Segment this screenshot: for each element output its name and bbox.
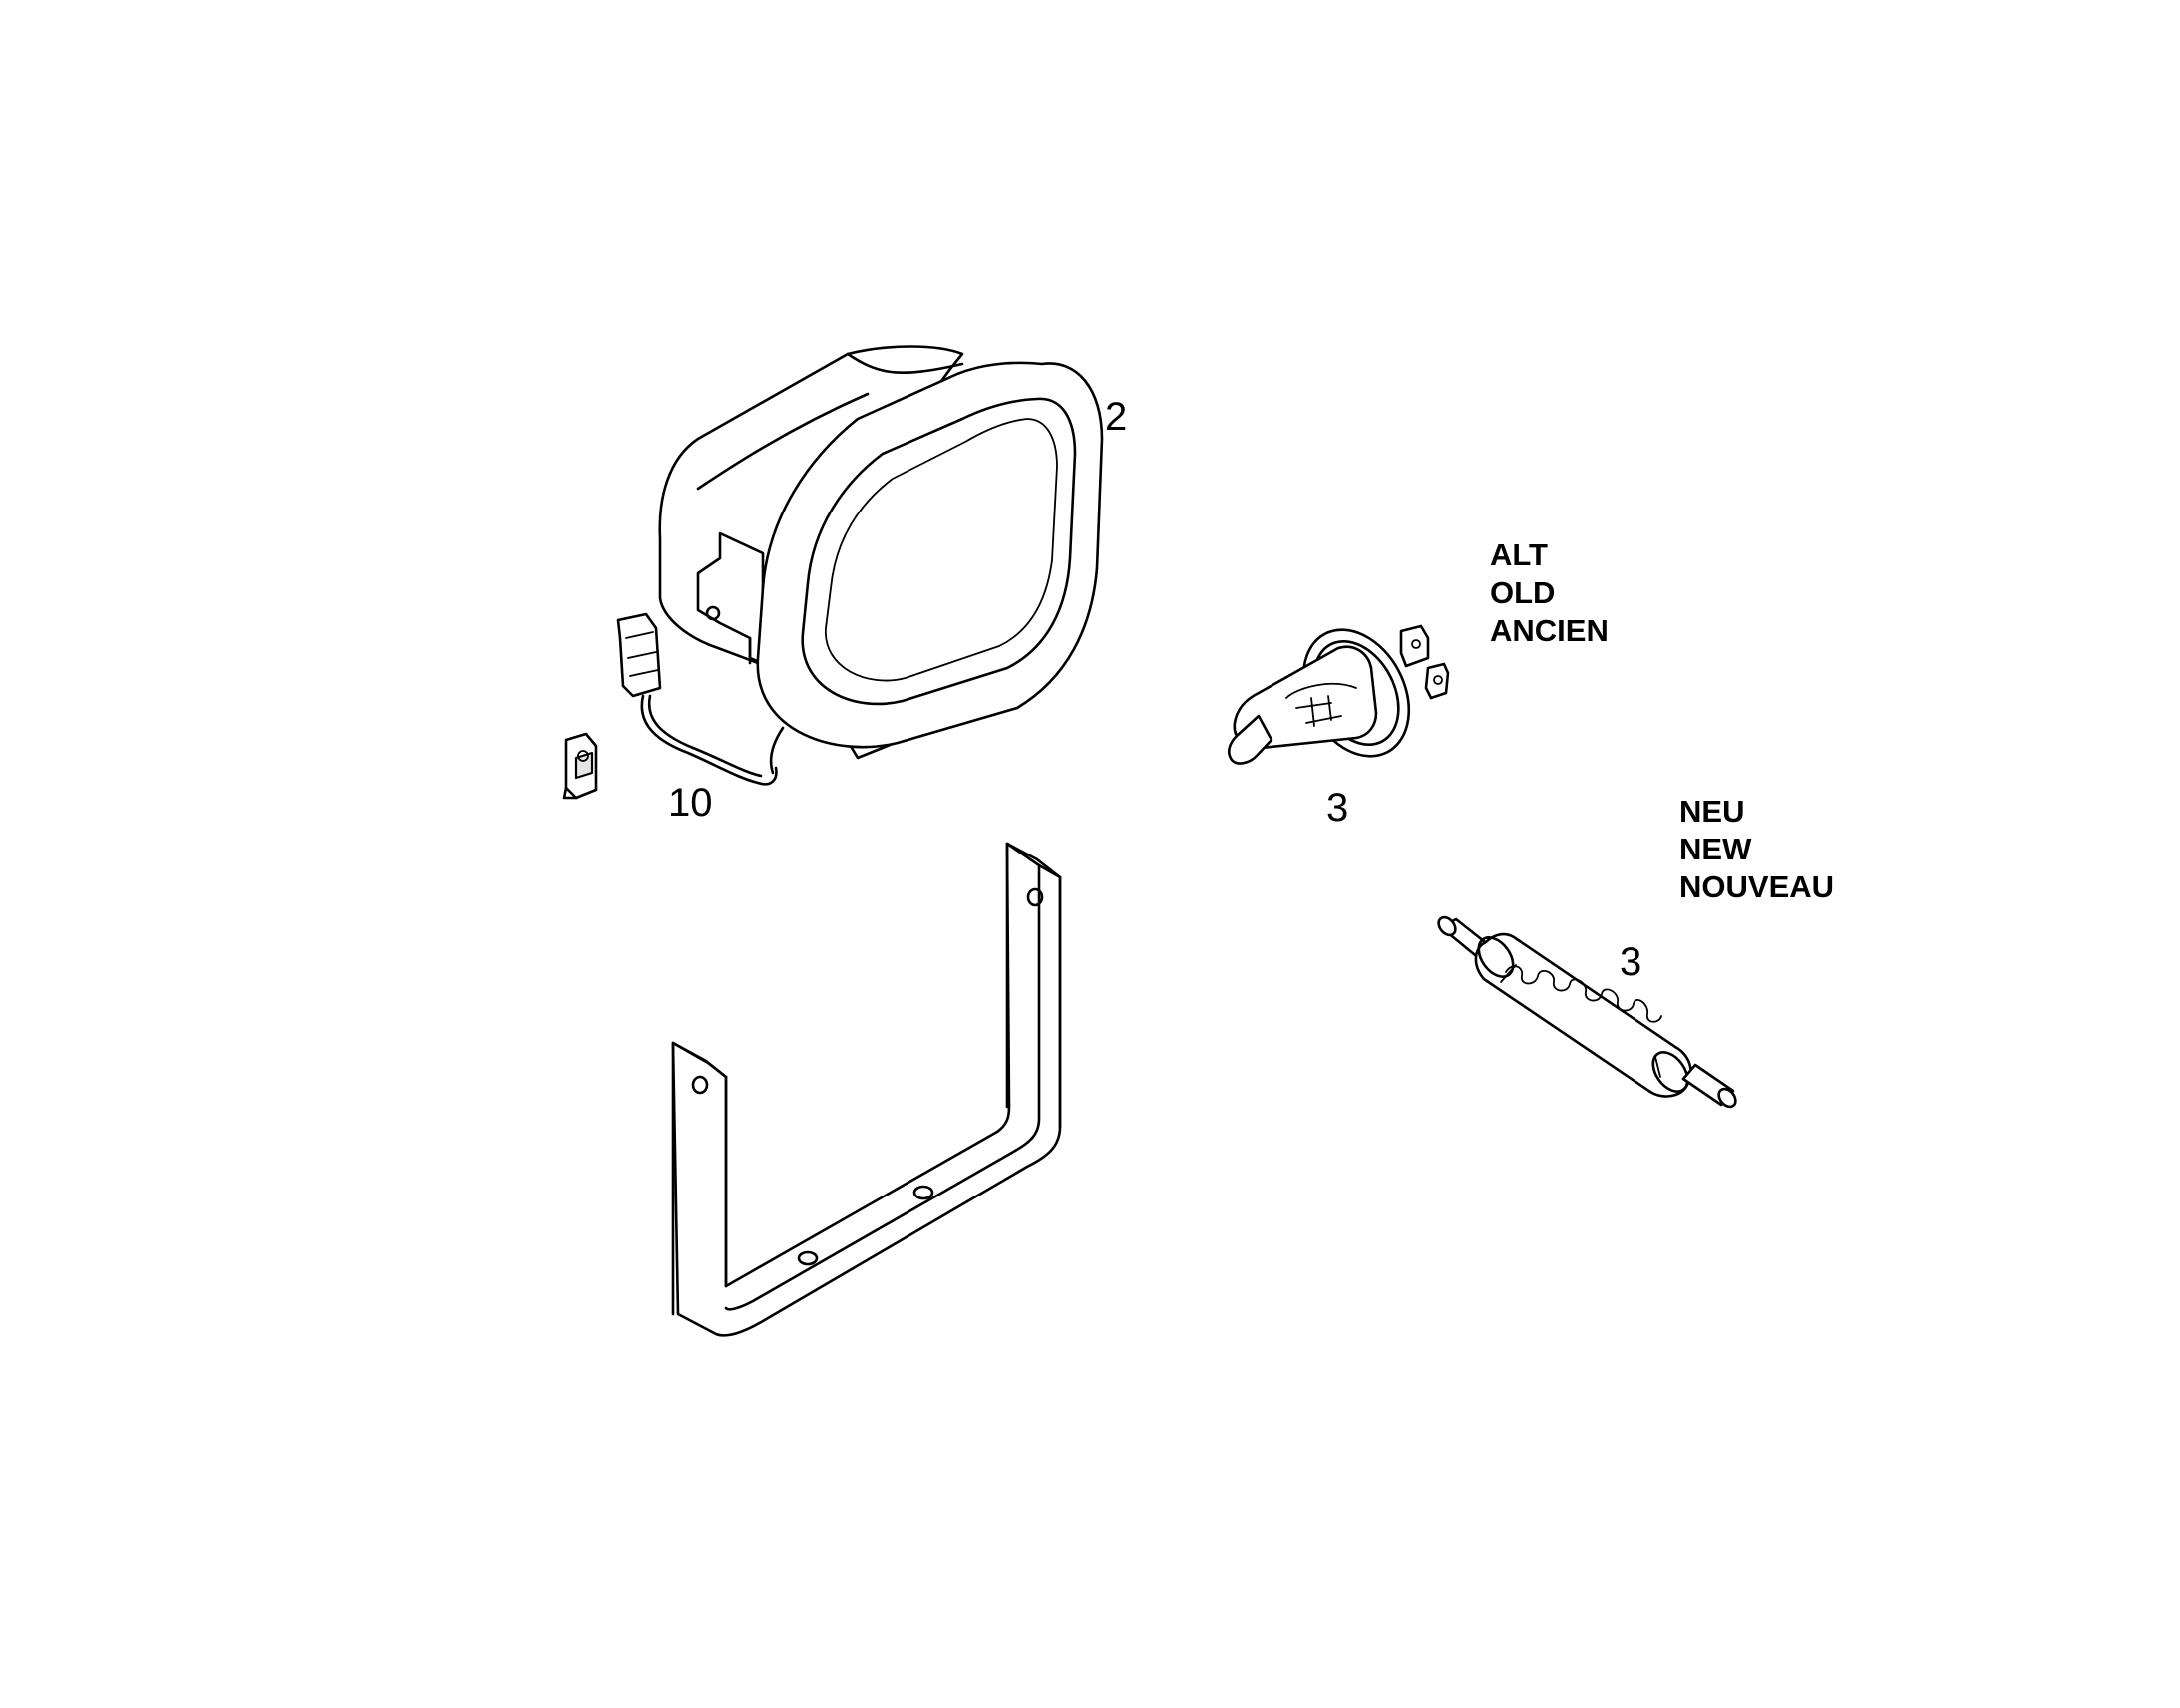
note-old: ALT OLD ANCIEN xyxy=(1490,536,1609,650)
wiring-harness[interactable] xyxy=(616,612,778,786)
wire-clip[interactable] xyxy=(562,732,598,800)
lamp-housing[interactable] xyxy=(658,345,1104,775)
callout-bulb-old: 3 xyxy=(1326,786,1349,830)
note-old-fr: ANCIEN xyxy=(1490,613,1609,648)
bulb-old[interactable] xyxy=(1227,611,1450,774)
note-new-fr: NOUVEAU xyxy=(1679,869,1835,904)
note-new-en: NEW xyxy=(1679,832,1752,866)
callout-bulb-new: 3 xyxy=(1620,940,1642,984)
callout-lamp: 2 xyxy=(1105,395,1128,439)
note-new-de: NEU xyxy=(1679,794,1745,829)
bulb-new[interactable] xyxy=(1435,914,1739,1110)
note-new: NEU NEW NOUVEAU xyxy=(1679,793,1834,906)
note-old-en: OLD xyxy=(1490,575,1556,610)
mounting-bracket[interactable] xyxy=(671,842,1062,1337)
note-old-de: ALT xyxy=(1490,537,1548,572)
callout-wiring: 10 xyxy=(668,781,713,825)
